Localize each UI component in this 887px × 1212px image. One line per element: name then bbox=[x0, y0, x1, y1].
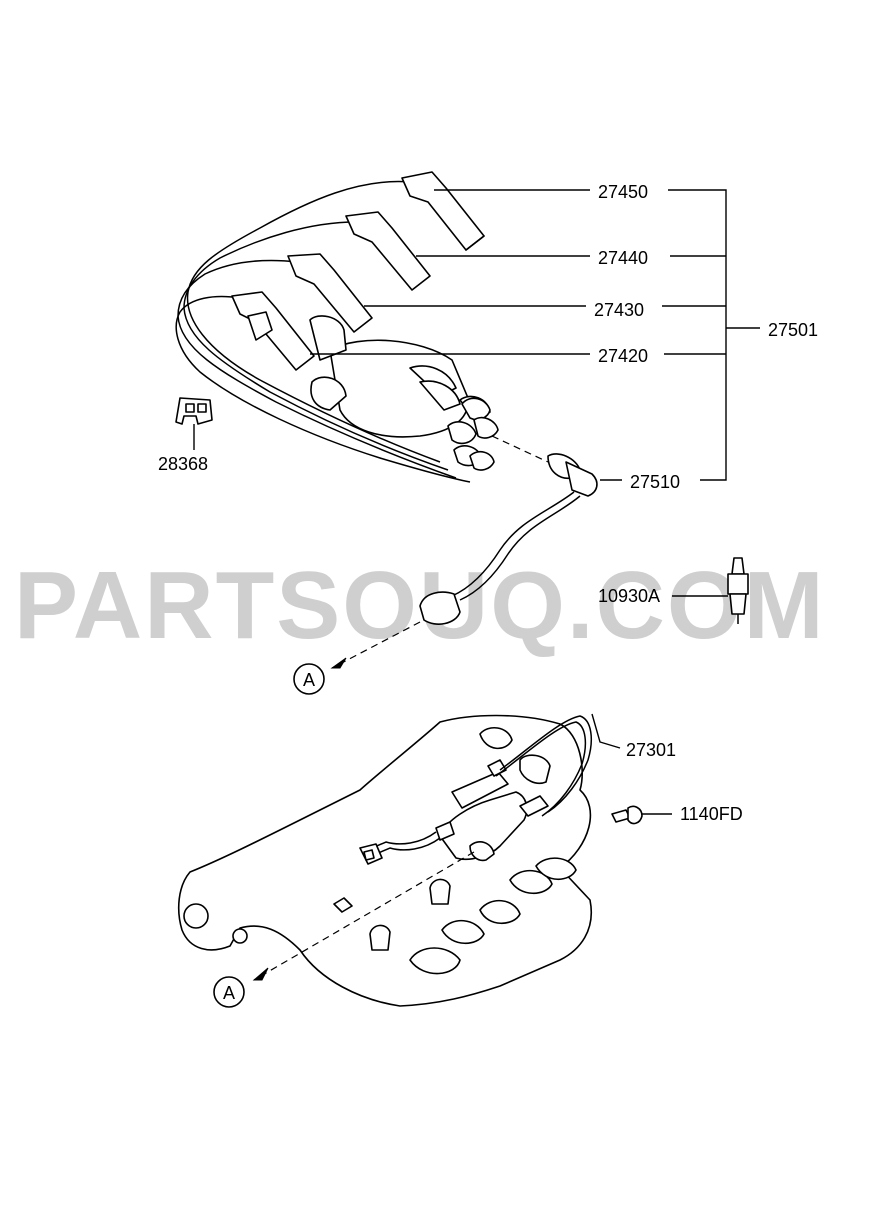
arrow-to-ref-a-lower bbox=[253, 851, 475, 981]
clip-28368 bbox=[175, 397, 213, 450]
bolt-1140FD bbox=[611, 805, 672, 825]
spark-plug-10930A bbox=[727, 557, 749, 624]
ref-mark-a-lower-label: A bbox=[223, 983, 235, 1003]
ref-mark-a-upper: A bbox=[293, 663, 325, 695]
distributor-cap bbox=[309, 315, 491, 438]
spark-plug-cable-set bbox=[175, 171, 598, 669]
callout-27501: 27501 bbox=[768, 320, 818, 340]
arrow-head-lower bbox=[252, 967, 269, 981]
callout-1140FD: 1140FD bbox=[680, 804, 743, 824]
plug-boot-27440 bbox=[345, 211, 431, 291]
callout-27301: 27301 bbox=[626, 740, 676, 760]
coil-wire-27510 bbox=[419, 435, 598, 625]
plug-boot-27430 bbox=[287, 253, 373, 333]
cap-terminals bbox=[447, 397, 499, 471]
ignition-coil-27301 bbox=[359, 715, 593, 865]
callout-27450: 27450 bbox=[598, 182, 648, 202]
plug-boot-27420 bbox=[231, 291, 315, 371]
ref-mark-a-lower: A bbox=[213, 976, 245, 1008]
callout-28368: 28368 bbox=[158, 454, 208, 474]
leader-lines bbox=[310, 189, 760, 749]
watermark: PARTSOUQ.COM bbox=[14, 552, 826, 659]
ref-mark-a-upper-label: A bbox=[303, 670, 315, 690]
callout-10930A: 10930A bbox=[598, 586, 660, 606]
plug-boot-27450 bbox=[401, 171, 485, 251]
arrow-to-ref-a-upper bbox=[331, 621, 421, 669]
arrow-head-upper bbox=[330, 657, 347, 669]
callout-27510: 27510 bbox=[630, 472, 680, 492]
callout-27420: 27420 bbox=[598, 346, 648, 366]
clamp-connector bbox=[247, 311, 273, 341]
callout-27430: 27430 bbox=[594, 300, 644, 320]
intake-manifold bbox=[177, 714, 593, 1007]
callout-27440: 27440 bbox=[598, 248, 648, 268]
